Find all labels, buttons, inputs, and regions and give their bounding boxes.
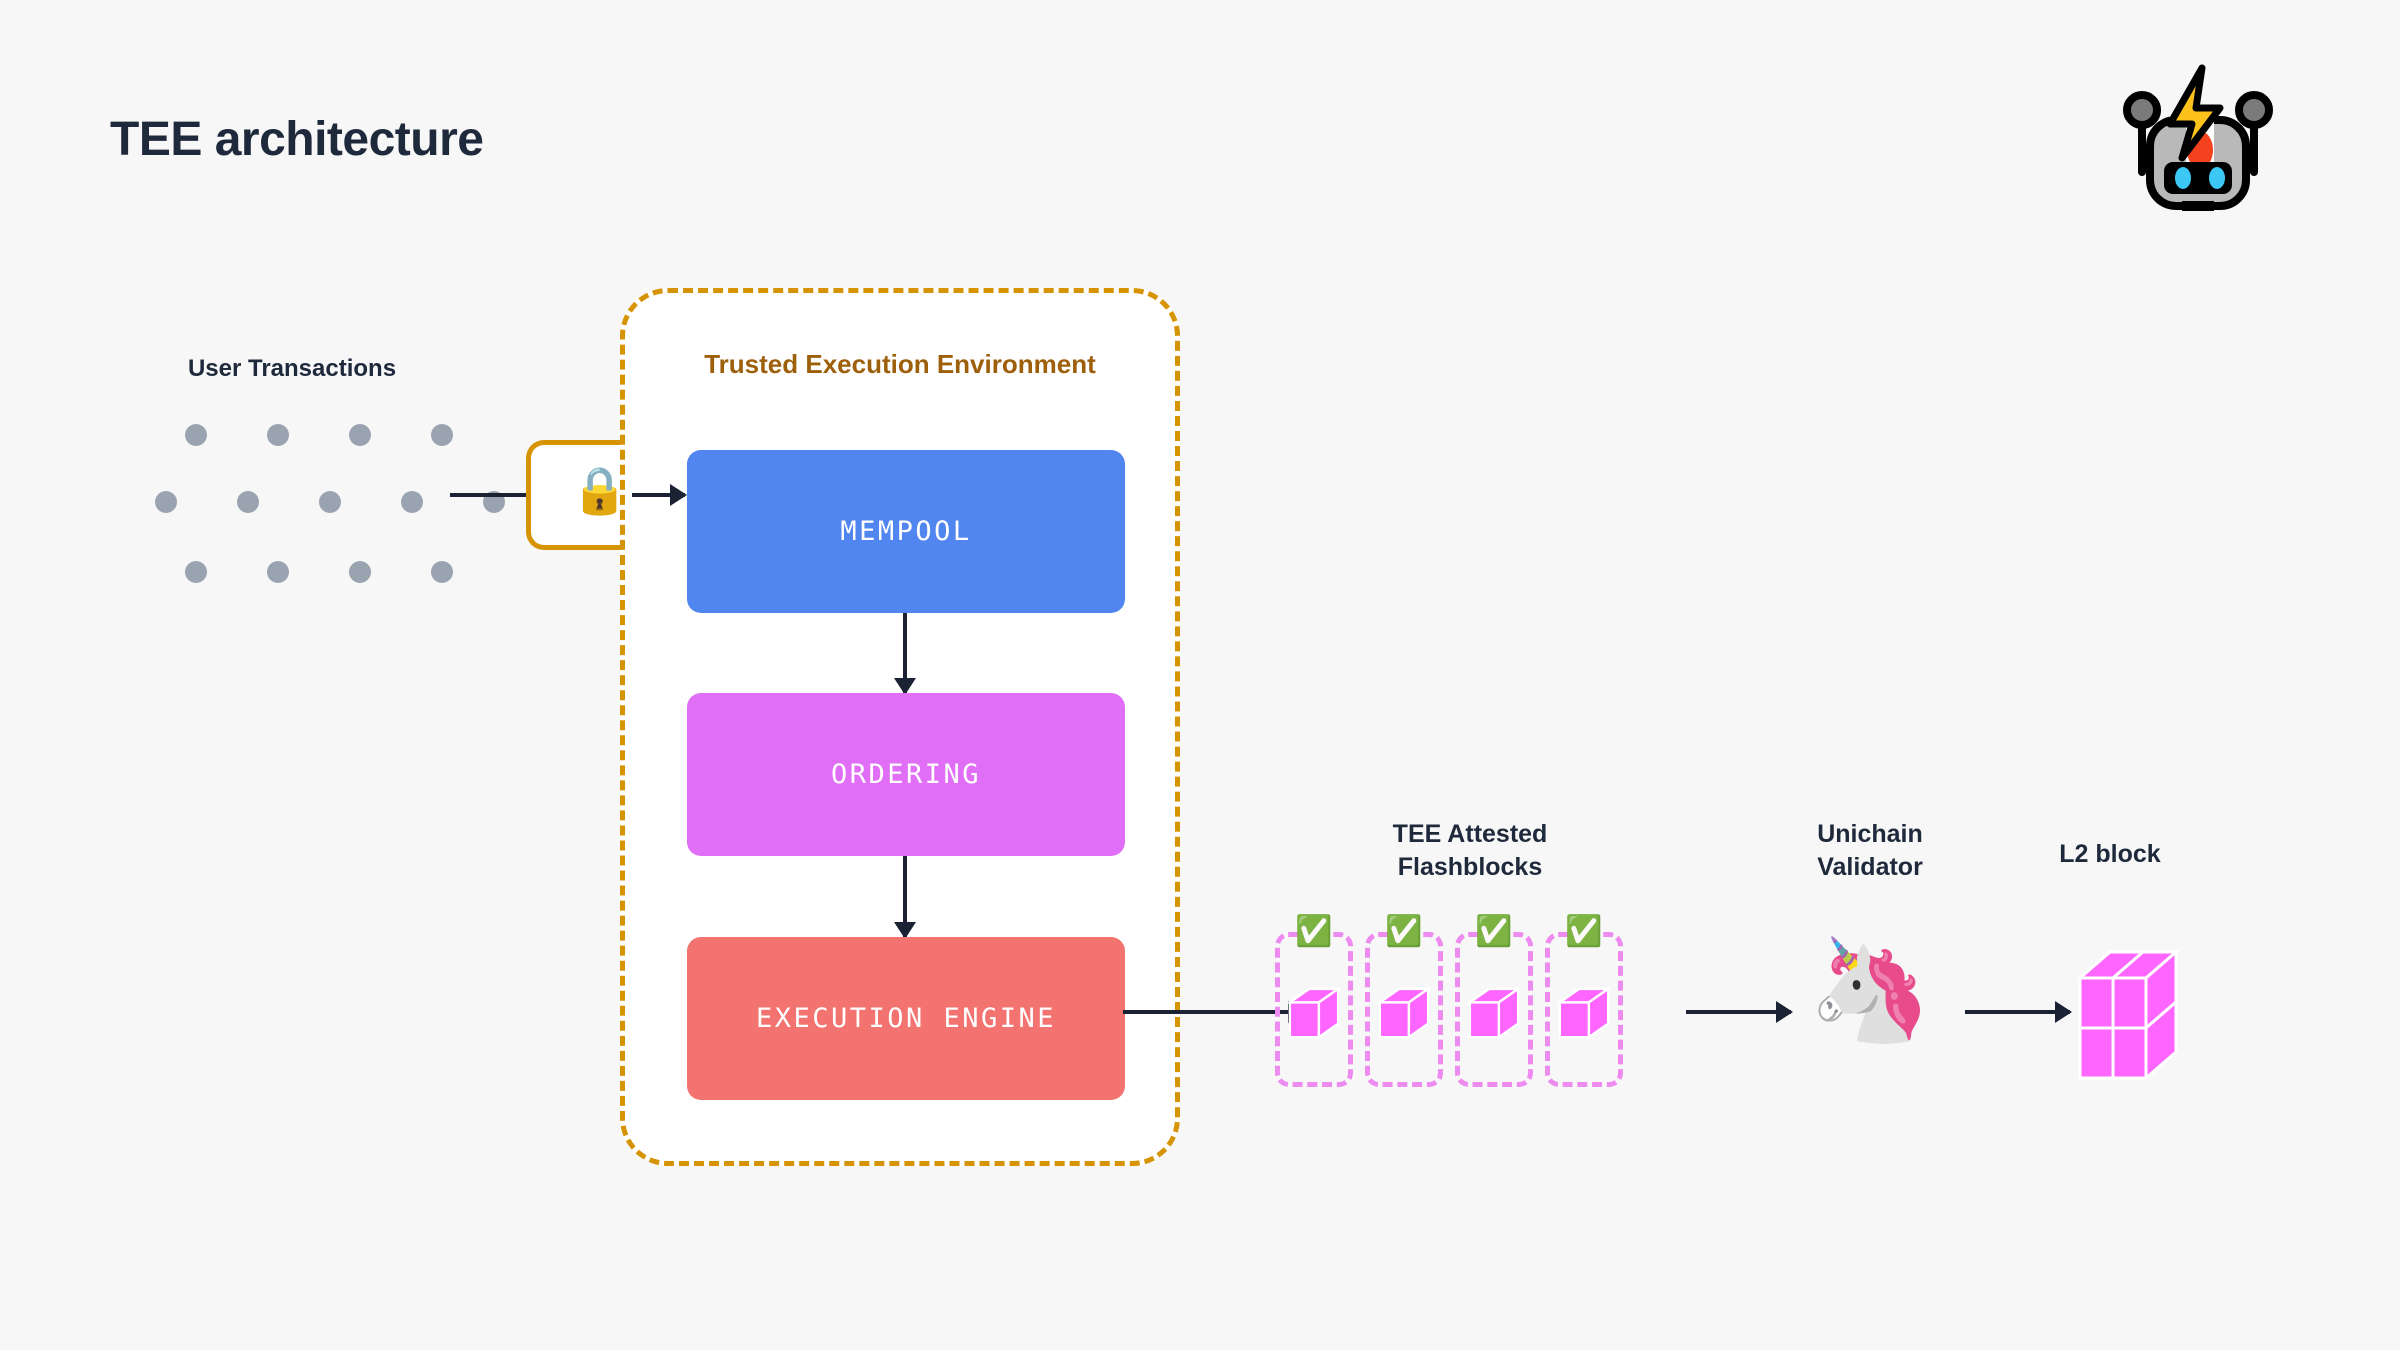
flashbots-robot-logo	[2108, 62, 2288, 212]
connector-validator-to-l2block	[1965, 1010, 2070, 1014]
flashblock-4[interactable]: ✅	[1545, 917, 1623, 1087]
attestation-check-icon: ✅	[1385, 915, 1423, 948]
stage-ordering-label: ORDERING	[830, 759, 982, 790]
tx-dot	[237, 491, 259, 513]
user-transactions-label: User Transactions	[187, 355, 397, 382]
connector-mempool-to-ordering	[903, 613, 907, 693]
tx-dot	[185, 561, 207, 583]
attestation-check-icon: ✅	[1565, 915, 1603, 948]
flashblock-cube-icon	[1376, 986, 1432, 1040]
tee-lock-gateway: 🔒	[526, 440, 628, 550]
stage-mempool-label: MEMPOOL	[840, 516, 972, 547]
tx-dot	[267, 561, 289, 583]
unichain-label-line1: Unichain	[1817, 820, 1923, 848]
tx-dot	[431, 561, 453, 583]
flashblock-2[interactable]: ✅	[1365, 917, 1443, 1087]
connector-transactions-to-lock	[450, 493, 528, 497]
lock-icon: 🔒	[571, 464, 629, 516]
flashblock-cube-icon	[1556, 986, 1612, 1040]
page-title: TEE architecture	[110, 113, 484, 166]
tx-dot	[349, 424, 371, 446]
connector-lock-to-mempool	[632, 493, 685, 497]
connector-execution-to-flashblocks	[1123, 1010, 1303, 1014]
flashblock-1[interactable]: ✅	[1275, 917, 1353, 1087]
flashblock-cube-icon	[1466, 986, 1522, 1040]
tx-dot	[267, 424, 289, 446]
stage-ordering[interactable]: ORDERING	[687, 693, 1125, 856]
stage-execution-engine[interactable]: EXECUTION ENGINE	[687, 937, 1125, 1100]
unichain-label-line2: Validator	[1817, 853, 1923, 881]
tee-container: Trusted Execution Environment MEMPOOL OR…	[620, 288, 1180, 1166]
connector-ordering-to-execution	[903, 856, 907, 937]
stage-execution-engine-label: EXECUTION ENGINE	[755, 1003, 1057, 1034]
flashblocks-row: ✅ ✅ ✅ ✅	[1275, 917, 1623, 1087]
tx-dot	[155, 491, 177, 513]
tx-dot-row	[185, 561, 453, 583]
flashblocks-label-line2: Flashblocks	[1397, 853, 1543, 881]
user-transactions-dots	[150, 415, 505, 583]
l2-block-cube-icon	[2075, 948, 2181, 1080]
connector-flashblocks-to-validator	[1686, 1010, 1791, 1014]
unicorn-icon: 🦄	[1807, 934, 1933, 1046]
tx-dot	[319, 491, 341, 513]
tx-dot	[185, 424, 207, 446]
flashblock-3[interactable]: ✅	[1455, 917, 1533, 1087]
l2-block-label: L2 block	[2059, 840, 2161, 868]
attestation-check-icon: ✅	[1475, 915, 1513, 948]
tx-dot	[349, 561, 371, 583]
flashblocks-label: TEE Attested Flashblocks	[1300, 818, 1640, 884]
flashblock-cube-icon	[1286, 986, 1342, 1040]
tee-title: Trusted Execution Environment	[704, 349, 1096, 379]
tx-dot	[401, 491, 423, 513]
flashblocks-label-line1: TEE Attested	[1392, 820, 1548, 848]
unichain-validator-label: Unichain Validator	[1770, 818, 1970, 884]
tx-dot-row	[185, 424, 453, 446]
stage-mempool[interactable]: MEMPOOL	[687, 450, 1125, 613]
tx-dot	[431, 424, 453, 446]
attestation-check-icon: ✅	[1295, 915, 1333, 948]
